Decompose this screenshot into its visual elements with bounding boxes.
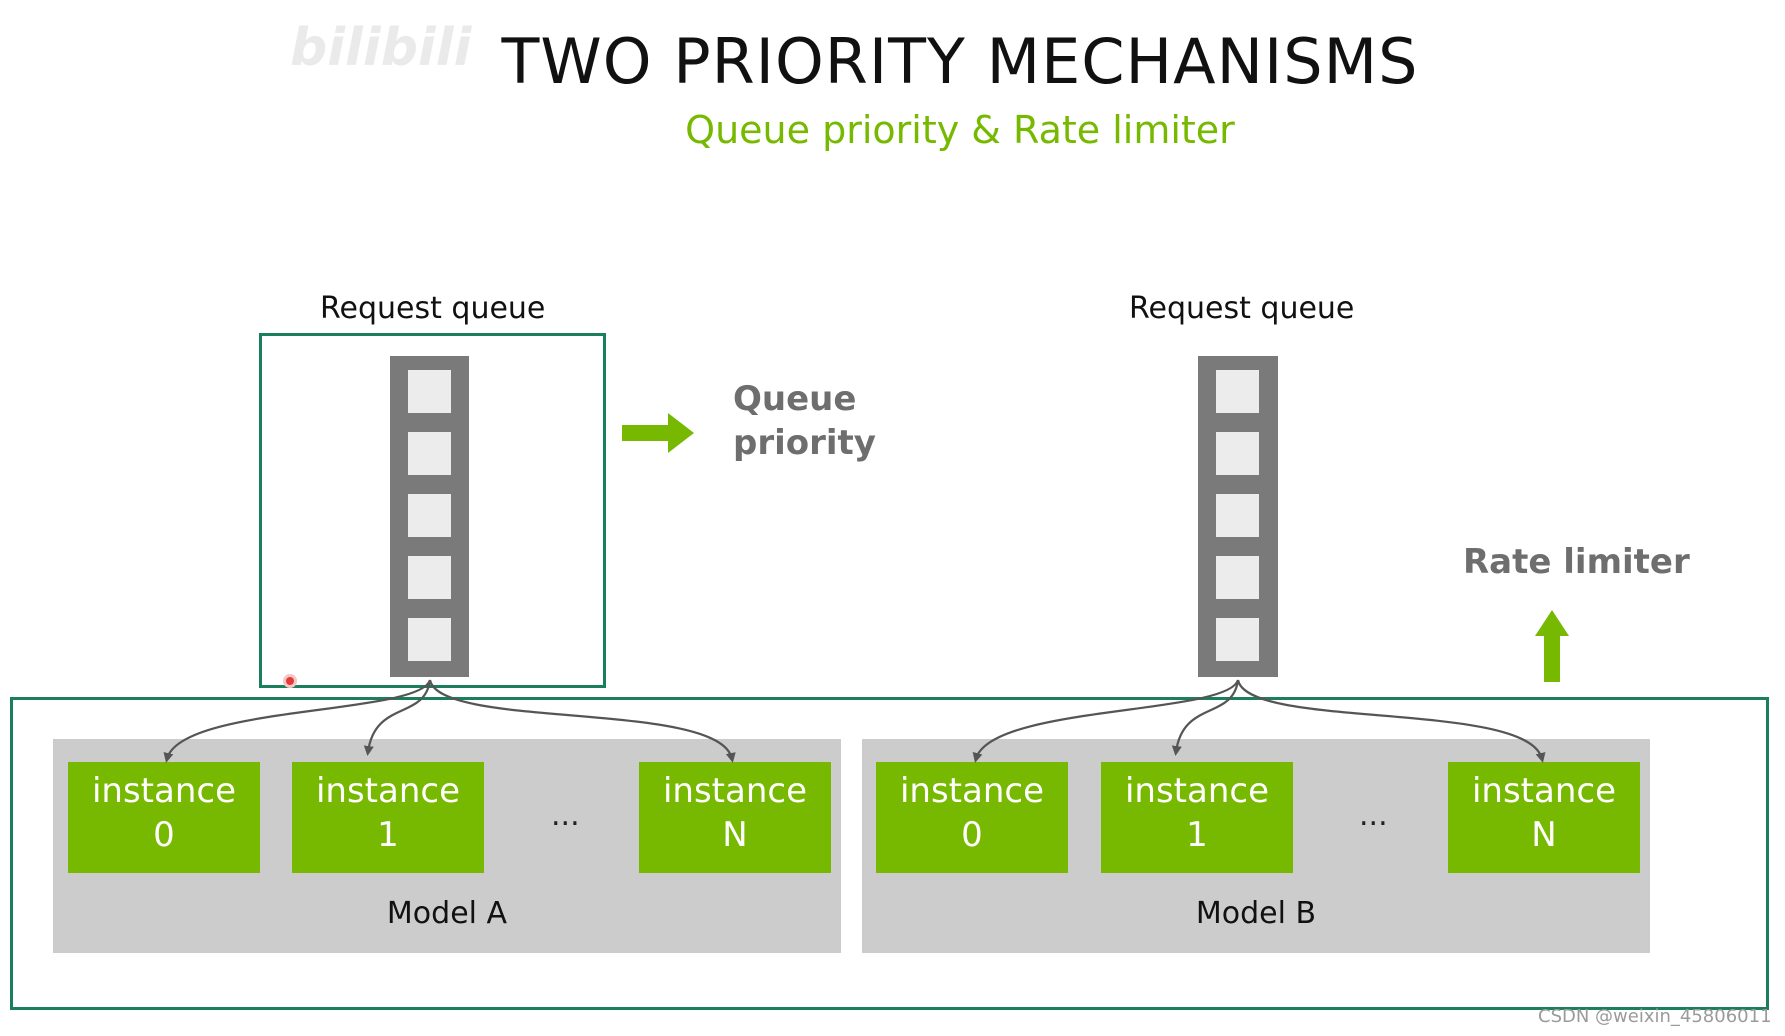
- queue-priority-label: Queue priority: [733, 377, 876, 465]
- queue-slot: [408, 432, 451, 475]
- slide-title: TWO PRIORITY MECHANISMS: [501, 25, 1419, 98]
- left-request-queue: [390, 356, 469, 677]
- model-b-instance-0: instance 0: [876, 762, 1068, 873]
- instance-index: 0: [153, 815, 175, 855]
- rate-limiter-arrow-icon: [1535, 610, 1569, 682]
- model-a-ellipsis: ...: [551, 798, 580, 833]
- queue-priority-arrow-icon: [622, 413, 694, 453]
- right-request-queue-label: Request queue: [1129, 291, 1355, 326]
- arrow-to-a-instance-1: [363, 679, 432, 756]
- model-b-instance-1: instance 1: [1101, 762, 1293, 873]
- instance-index: 1: [377, 815, 399, 855]
- queue-slot: [1216, 618, 1259, 661]
- instance-index: N: [722, 815, 748, 855]
- queue-priority-label-line1: Queue: [733, 379, 857, 419]
- csdn-credit: CSDN @weixin_45806011: [1538, 1006, 1772, 1027]
- arrow-to-a-instance-0: [163, 679, 432, 763]
- model-b-label: Model B: [1195, 896, 1317, 931]
- arrow-to-b-instance-0: [972, 679, 1240, 763]
- instance-index: 1: [1186, 815, 1208, 855]
- model-a-instance-n: instance N: [639, 762, 831, 873]
- queue-slot: [408, 370, 451, 413]
- model-b-ellipsis: ...: [1359, 798, 1388, 833]
- queue-slot: [1216, 432, 1259, 475]
- bilibili-watermark-logo: bilibili: [290, 18, 472, 78]
- cursor-marker-icon: [283, 674, 297, 688]
- queue-priority-label-line2: priority: [733, 423, 876, 463]
- queue-slot: [1216, 370, 1259, 413]
- arrow-to-b-instance-1: [1171, 679, 1240, 756]
- instance-label: instance: [899, 771, 1045, 811]
- queue-slot: [408, 494, 451, 537]
- queue-slot: [408, 556, 451, 599]
- arrow-to-a-instance-n: [428, 679, 736, 763]
- instance-label: instance: [91, 771, 237, 811]
- right-request-queue: [1198, 356, 1278, 677]
- model-a-label: Model A: [386, 896, 508, 931]
- outer-frame: [10, 697, 1769, 1010]
- instance-label: instance: [315, 771, 461, 811]
- instance-label: instance: [662, 771, 808, 811]
- left-request-queue-label: Request queue: [320, 291, 546, 326]
- queue-slot: [1216, 494, 1259, 537]
- instance-index: 0: [961, 815, 983, 855]
- instance-label: instance: [1124, 771, 1270, 811]
- model-a-instance-1: instance 1: [292, 762, 484, 873]
- model-b-instance-n: instance N: [1448, 762, 1640, 873]
- instance-index: N: [1531, 815, 1557, 855]
- arrow-to-b-instance-n: [1236, 679, 1546, 763]
- instance-label: instance: [1471, 771, 1617, 811]
- rate-limiter-label: Rate limiter: [1463, 542, 1690, 582]
- queue-slot: [408, 618, 451, 661]
- slide-subtitle: Queue priority & Rate limiter: [685, 108, 1235, 152]
- queue-slot: [1216, 556, 1259, 599]
- model-a-instance-0: instance 0: [68, 762, 260, 873]
